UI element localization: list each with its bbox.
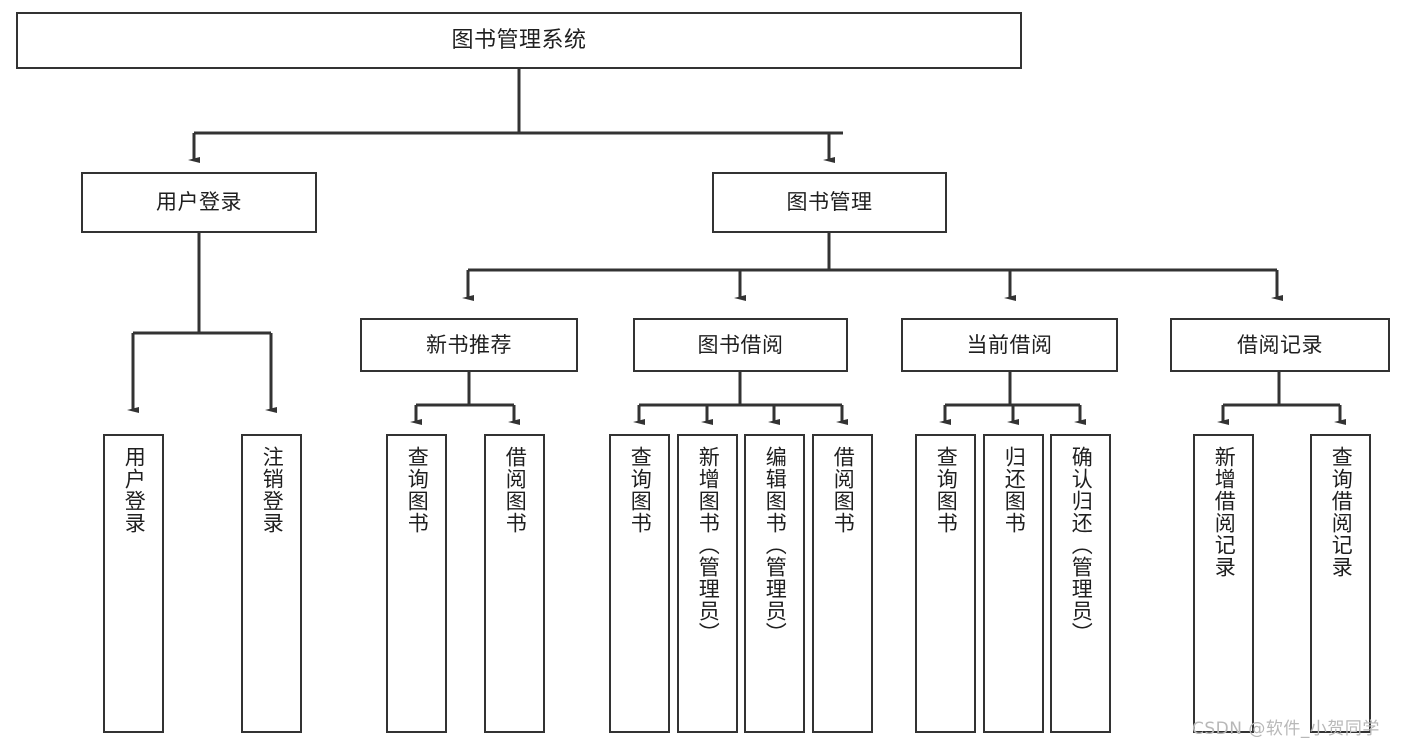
leaf-logout[interactable]: 注销登录 <box>241 434 302 733</box>
node-label: 当前借阅 <box>966 332 1053 357</box>
leaf-recommend-query-book[interactable]: 查询图书 <box>386 434 447 733</box>
node-label: 查询借阅记录 <box>1329 446 1354 578</box>
node-user-login[interactable]: 用户登录 <box>81 172 317 233</box>
node-label: 借阅记录 <box>1237 332 1323 357</box>
node-label: 用户登录 <box>122 446 147 534</box>
node-label: 图书管理 <box>786 190 873 215</box>
node-new-book-recommend[interactable]: 新书推荐 <box>360 318 578 372</box>
leaf-record-add-borrow-record[interactable]: 新增借阅记录 <box>1193 434 1254 733</box>
leaf-borrow-borrow-book[interactable]: 借阅图书 <box>812 434 873 733</box>
leaf-record-query-borrow-record[interactable]: 查询借阅记录 <box>1310 434 1371 733</box>
csdn-watermark: CSDN @软件_小贺同学 <box>1192 719 1380 739</box>
leaf-borrow-add-book-admin[interactable]: 新增图书（管理员） <box>677 434 738 733</box>
node-current-borrow[interactable]: 当前借阅 <box>901 318 1118 372</box>
node-label: 查询图书 <box>628 446 653 534</box>
node-label: 图书借阅 <box>697 332 784 357</box>
node-label: 新增图书（管理员） <box>696 446 721 644</box>
node-label: 用户登录 <box>156 190 242 215</box>
leaf-user-login[interactable]: 用户登录 <box>103 434 164 733</box>
node-label: 借阅图书 <box>831 446 856 534</box>
node-label: 图书管理系统 <box>451 27 587 53</box>
leaf-borrow-edit-book-admin[interactable]: 编辑图书（管理员） <box>744 434 805 733</box>
node-label: 注销登录 <box>260 446 285 534</box>
node-label: 新增借阅记录 <box>1212 446 1237 578</box>
node-label: 确认归还（管理员） <box>1069 446 1094 644</box>
leaf-current-return-book[interactable]: 归还图书 <box>983 434 1044 733</box>
node-label: 借阅图书 <box>503 446 528 534</box>
node-book-borrow[interactable]: 图书借阅 <box>633 318 848 372</box>
node-label: 查询图书 <box>405 446 430 534</box>
leaf-borrow-query-book[interactable]: 查询图书 <box>609 434 670 733</box>
node-label: 归还图书 <box>1002 446 1027 534</box>
node-book-manage[interactable]: 图书管理 <box>712 172 947 233</box>
node-label: 查询图书 <box>934 446 959 534</box>
node-borrow-record[interactable]: 借阅记录 <box>1170 318 1390 372</box>
leaf-current-confirm-return-admin[interactable]: 确认归还（管理员） <box>1050 434 1111 733</box>
node-book-management-system[interactable]: 图书管理系统 <box>16 12 1022 69</box>
leaf-current-query-book[interactable]: 查询图书 <box>915 434 976 733</box>
leaf-recommend-borrow-book[interactable]: 借阅图书 <box>484 434 545 733</box>
node-label: 编辑图书（管理员） <box>763 446 788 644</box>
node-label: 新书推荐 <box>426 332 512 357</box>
